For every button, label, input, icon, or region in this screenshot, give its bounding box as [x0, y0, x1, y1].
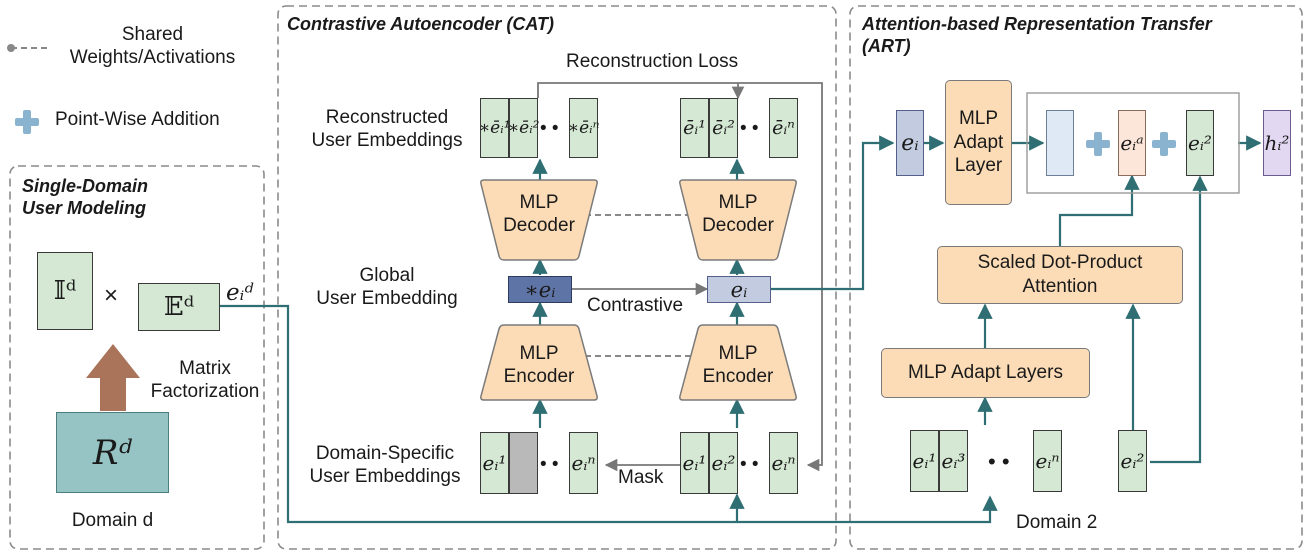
mlp-adapt-layers-label: MLP Adapt Layers — [908, 362, 1063, 383]
mlp-decoder-right — [679, 179, 797, 261]
target-item-embedding: eᵢ² — [1118, 430, 1147, 492]
target-embedding-ei2: eᵢ² — [1186, 110, 1214, 176]
recon-left-n: ∗ēᵢⁿ — [568, 98, 599, 158]
mlp-encoder-right-label: MLP Encoder — [702, 343, 774, 387]
recon-right-n: ēᵢⁿ — [769, 98, 798, 158]
section-title-cat: Contrastive Autoencoder (CAT) — [287, 14, 555, 34]
ds-right-n: eᵢⁿ — [769, 432, 798, 494]
indicator-matrix: 𝕀ᵈ — [37, 252, 93, 330]
arrow-target-to-ei2 — [1150, 175, 1208, 464]
masked-cell — [509, 432, 538, 494]
mlp-encoder-left-label: MLP Encoder — [503, 343, 575, 387]
reconstruction-loss-label: Reconstruction Loss — [566, 51, 739, 72]
ds-right-1: eᵢ¹ — [680, 432, 709, 494]
seq-embedding-3: eᵢ³ — [939, 430, 968, 492]
art-global-embedding: eᵢ — [896, 110, 924, 176]
attention-label: Scaled Dot-Product Attention — [977, 252, 1143, 297]
plus-icon — [15, 110, 39, 134]
recon-right-2: ēᵢ² — [709, 98, 738, 158]
ed-to-domain2-line — [737, 495, 998, 524]
matrix-factorization-arrow — [86, 344, 140, 411]
mlp-adapt-layers: MLP Adapt Layers — [881, 348, 1090, 398]
times-symbol: × — [104, 282, 119, 309]
domain-2-label: Domain 2 — [1016, 512, 1098, 533]
section-title-art: Attention-based Representation Transfer … — [862, 14, 1212, 56]
recon-left-dots: • • — [540, 118, 559, 139]
mlp-decoder-right-label: MLP Decoder — [702, 192, 774, 236]
mlp-encoder-right — [679, 324, 797, 401]
mlp-encoder-left — [480, 324, 598, 401]
summation-frame — [1026, 92, 1240, 194]
global-embedding: eᵢ — [707, 276, 771, 303]
mlp-decoder-left — [480, 179, 598, 261]
domain-specific-embeddings-label: Domain-Specific User Embeddings — [309, 443, 461, 487]
cat-border — [277, 5, 837, 550]
legend-shared-label: Shared Weights/Activations — [69, 24, 236, 68]
section-title-single-domain: Single-Domain User Modeling — [22, 176, 149, 218]
output-h-i-2: hᵢ² — [1263, 110, 1291, 176]
reconstruction-loss-loop — [537, 82, 823, 472]
attention-output-eia: eᵢᵃ — [1118, 110, 1146, 176]
domain-d-label: Domain d — [71, 510, 154, 531]
ei-to-art-line — [771, 135, 895, 291]
recon-right-1: ēᵢ¹ — [680, 98, 709, 158]
matrix-factorization-label: Matrix Factorization — [150, 358, 260, 402]
seq-dots: • • — [988, 449, 1010, 474]
recon-left-2: ∗ēᵢ² — [508, 98, 539, 158]
recon-right-dots: • • — [740, 118, 759, 139]
plus-icon — [1152, 132, 1176, 156]
ds-left-n: eᵢⁿ — [569, 432, 598, 494]
global-embedding-label: Global User Embedding — [316, 265, 458, 309]
ds-right-2: eᵢ² — [709, 432, 738, 494]
mlp-adapt-layer-label: MLP Adapt Layer — [953, 107, 1004, 177]
legend-addition-label: Point-Wise Addition — [55, 109, 220, 130]
ds-left-dots: • • — [540, 454, 559, 475]
plus-icon — [1086, 132, 1110, 156]
recon-left-1: ∗ēᵢ¹ — [479, 98, 510, 158]
global-embedding-star: ∗eᵢ — [508, 276, 572, 303]
seq-embedding-n: eᵢⁿ — [1033, 430, 1062, 492]
arrow-attention-to-eia — [1058, 174, 1140, 246]
legend-shared-icon — [7, 44, 47, 52]
embedding-matrix: 𝔼ᵈ — [138, 283, 220, 331]
rating-matrix: Rᵈ — [56, 412, 169, 493]
single-domain-border — [9, 165, 265, 550]
seq-embedding-1: eᵢ¹ — [910, 430, 939, 492]
mlp-adapt-layer: MLP Adapt Layer — [945, 80, 1012, 205]
ds-right-dots: • • — [740, 454, 759, 475]
mlp-decoder-left-label: MLP Decoder — [503, 192, 575, 236]
ds-left-1: eᵢ¹ — [480, 432, 509, 494]
reconstructed-embeddings-label: Reconstructed User Embeddings — [311, 107, 463, 151]
mask-label: Mask — [618, 467, 664, 488]
adapted-embedding — [1046, 110, 1074, 176]
ei-d-label: eᵢᵈ — [226, 280, 254, 306]
contrastive-label: Contrastive — [587, 295, 684, 316]
scaled-dot-product-attention: Scaled Dot-Product Attention — [937, 246, 1183, 304]
ed-to-domain-specific-line — [220, 304, 745, 524]
